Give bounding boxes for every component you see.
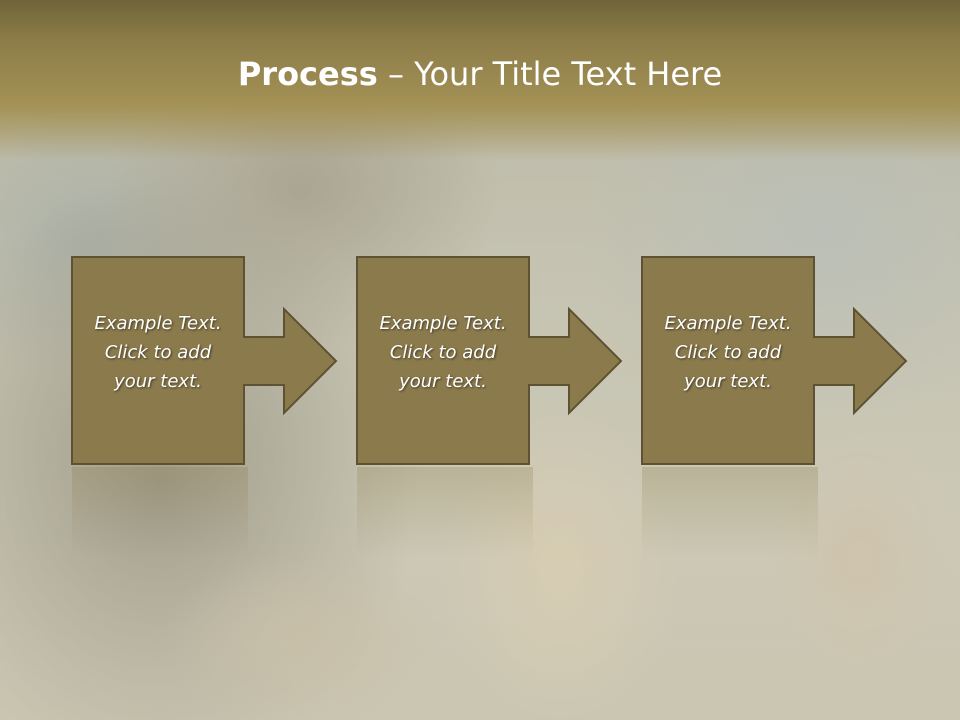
- step-line-1: Example Text.: [664, 313, 792, 334]
- step-text[interactable]: Example Text. Click to add your text.: [642, 309, 814, 396]
- step-shape: [641, 256, 908, 465]
- step-line-2: Click to add: [104, 342, 212, 363]
- step-line-3: your text.: [684, 371, 772, 392]
- header-band: [0, 0, 960, 160]
- slide-title[interactable]: Process – Your Title Text Here: [0, 52, 960, 96]
- step-text[interactable]: Example Text. Click to add your text.: [357, 309, 529, 396]
- process-step-1[interactable]: Example Text. Click to add your text.: [71, 256, 419, 465]
- step-line-2: Click to add: [389, 342, 497, 363]
- step-line-3: your text.: [399, 371, 487, 392]
- step-reflection: [357, 467, 533, 557]
- step-shape: [356, 256, 623, 465]
- step-text[interactable]: Example Text. Click to add your text.: [72, 309, 244, 396]
- step-line-1: Example Text.: [94, 313, 222, 334]
- step-line-1: Example Text.: [379, 313, 507, 334]
- step-shape: [71, 256, 338, 465]
- step-reflection: [72, 467, 248, 557]
- step-line-2: Click to add: [674, 342, 782, 363]
- process-step-2[interactable]: Example Text. Click to add your text.: [356, 256, 704, 465]
- process-step-3[interactable]: Example Text. Click to add your text.: [641, 256, 960, 465]
- step-reflection: [642, 467, 818, 557]
- step-line-3: your text.: [114, 371, 202, 392]
- title-rest: – Your Title Text Here: [377, 55, 723, 93]
- title-bold: Process: [237, 55, 378, 93]
